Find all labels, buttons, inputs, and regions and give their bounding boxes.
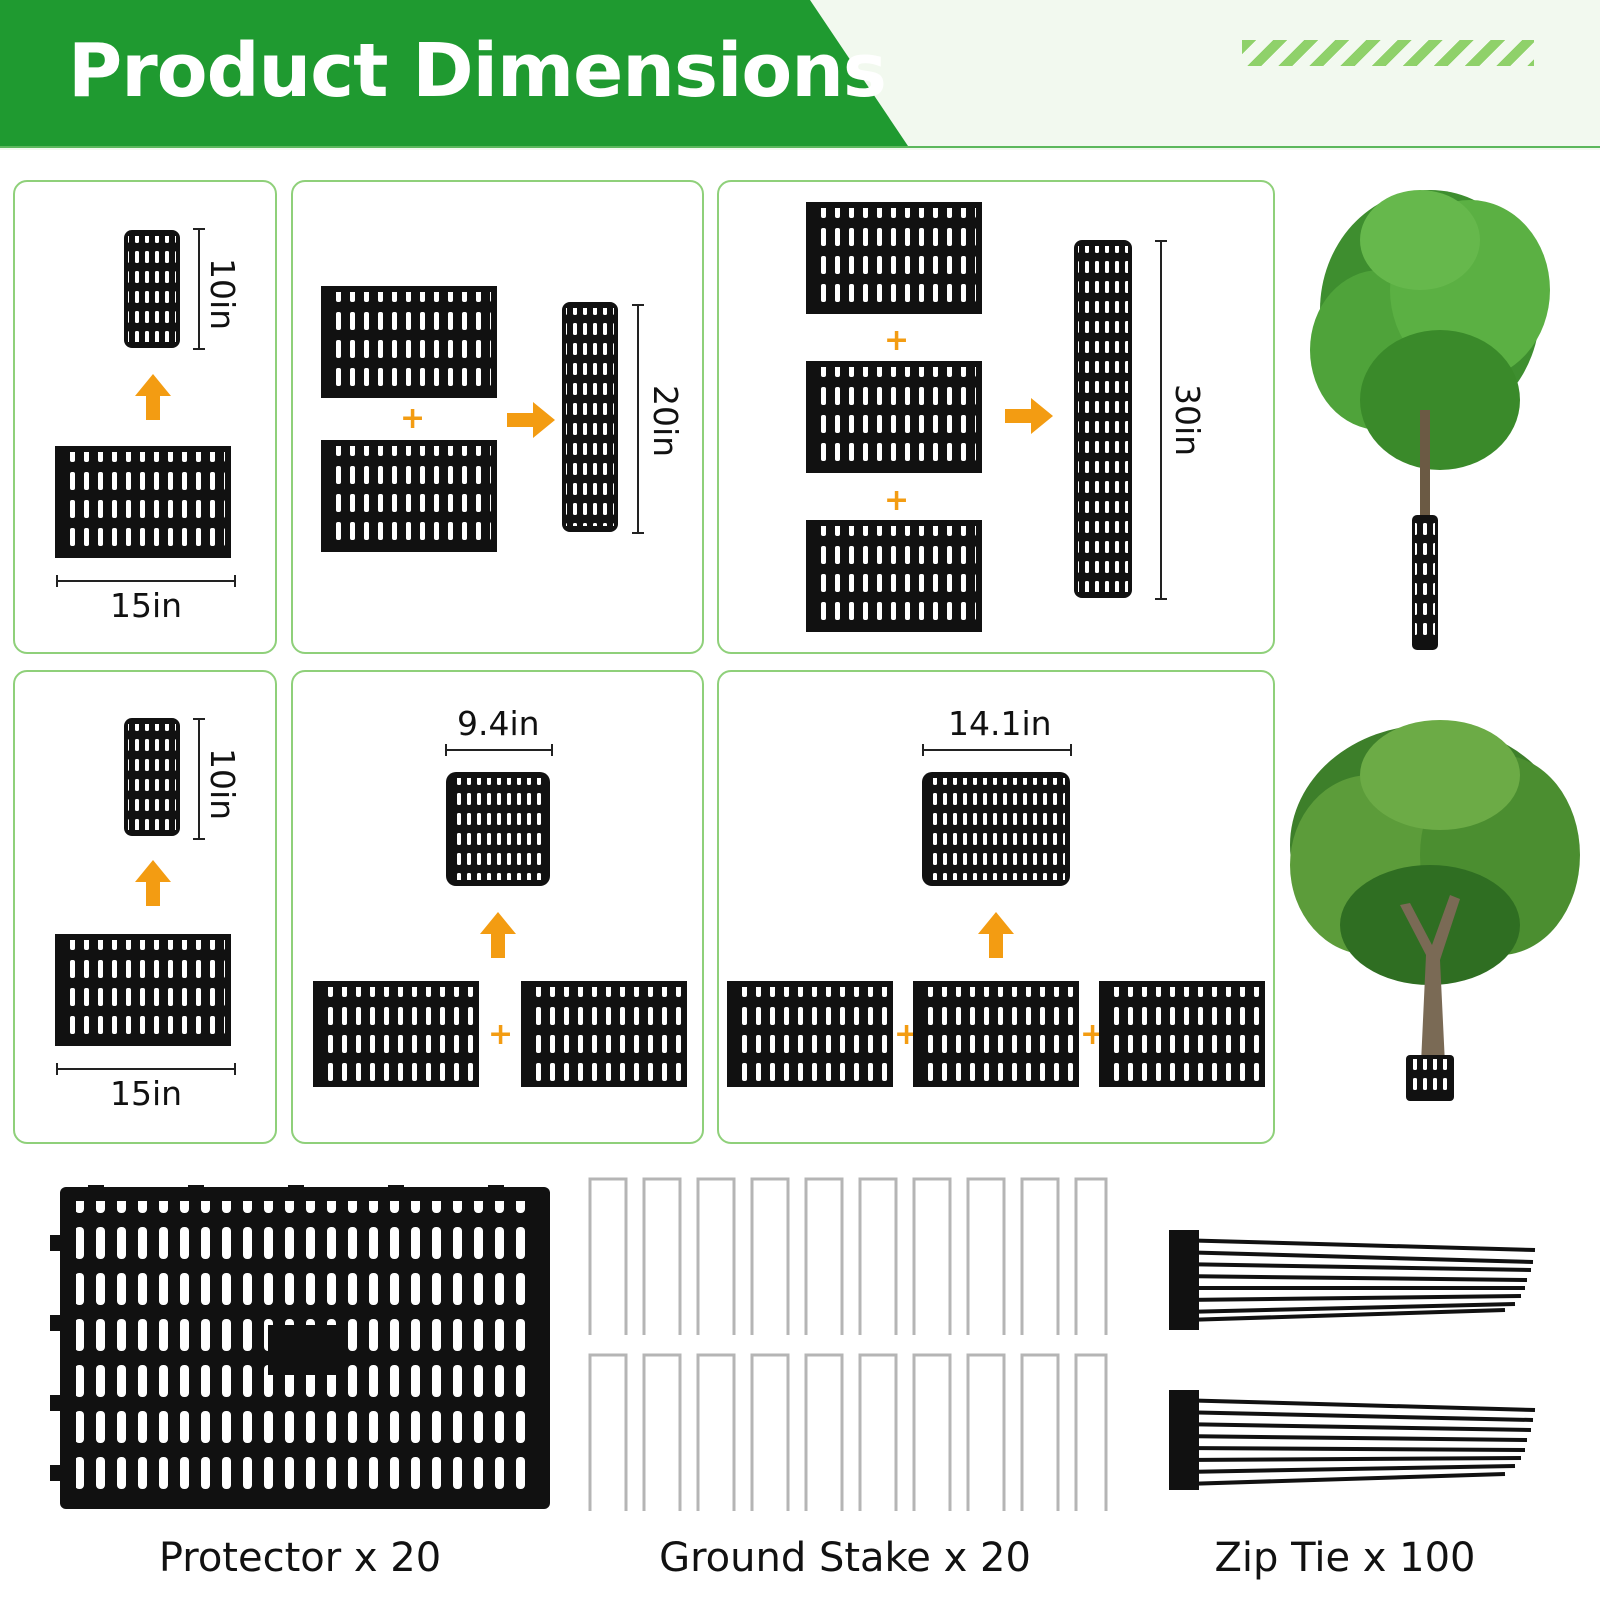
u-stake-icon <box>588 1177 1108 1511</box>
protector-panel-icon <box>55 934 231 1046</box>
zip-tie-icon <box>1169 1230 1536 1490</box>
arrow-right-icon <box>507 402 555 438</box>
arrow-up-icon <box>480 912 516 958</box>
plus-sign: + <box>884 323 910 358</box>
protector-tube-icon <box>562 302 618 532</box>
page-title: Product Dimensions <box>68 28 887 114</box>
width-dimension-line <box>445 744 553 756</box>
arrow-right-icon <box>1005 398 1053 434</box>
title-banner <box>0 0 908 146</box>
width-label: 9.4in <box>457 704 540 743</box>
height-label: 10in <box>203 258 242 331</box>
protector-panel-icon <box>55 446 231 558</box>
panel-double-tall <box>291 180 704 654</box>
protector-count-label: Protector x 20 <box>158 1535 442 1581</box>
plus-sign: + <box>884 483 910 518</box>
protector-panel-icon <box>806 202 982 314</box>
height-dimension-line <box>632 304 644 534</box>
tree-with-tall-protector-icon <box>1310 190 1550 650</box>
protector-panel-icon <box>521 981 687 1087</box>
arrow-up-icon <box>135 860 171 906</box>
width-dimension-line <box>56 575 236 587</box>
protector-panel-icon <box>321 286 497 398</box>
zip-tie-count-label: Zip Tie x 100 <box>1214 1535 1476 1581</box>
protector-panel-large-icon <box>50 1185 550 1509</box>
protector-ring-icon <box>922 772 1070 886</box>
height-label: 10in <box>203 748 242 821</box>
width-label: 14.1in <box>948 704 1052 743</box>
protector-panel-icon <box>913 981 1079 1087</box>
width-dimension-line <box>56 1063 236 1075</box>
ground-stake-count-label: Ground Stake x 20 <box>659 1535 1031 1581</box>
protector-tube-icon <box>1074 240 1132 598</box>
width-label: 15in <box>110 1074 183 1113</box>
protector-panel-icon <box>806 361 982 473</box>
header-divider <box>0 146 1600 148</box>
plus-sign: + <box>488 1017 514 1052</box>
protector-panel-icon <box>321 440 497 552</box>
height-dimension-line <box>193 718 205 840</box>
height-dimension-line <box>1155 240 1167 600</box>
protector-tube-icon <box>124 230 180 348</box>
width-dimension-line <box>922 744 1072 756</box>
height-label: 30in <box>1168 384 1207 457</box>
decorative-stripes <box>1242 40 1534 66</box>
tree-with-wide-protector-icon <box>1290 720 1580 1101</box>
arrow-up-icon <box>135 374 171 420</box>
height-label: 20in <box>646 385 685 458</box>
protector-panel-icon <box>727 981 893 1087</box>
protector-panel-icon <box>806 520 982 632</box>
protector-panel-icon <box>313 981 479 1087</box>
width-label: 15in <box>110 586 183 625</box>
arrow-up-icon <box>978 912 1014 958</box>
protector-ring-icon <box>446 772 550 886</box>
protector-panel-icon <box>1099 981 1265 1087</box>
height-dimension-line <box>193 228 205 350</box>
plus-sign: + <box>400 401 426 436</box>
protector-tube-icon <box>124 718 180 836</box>
